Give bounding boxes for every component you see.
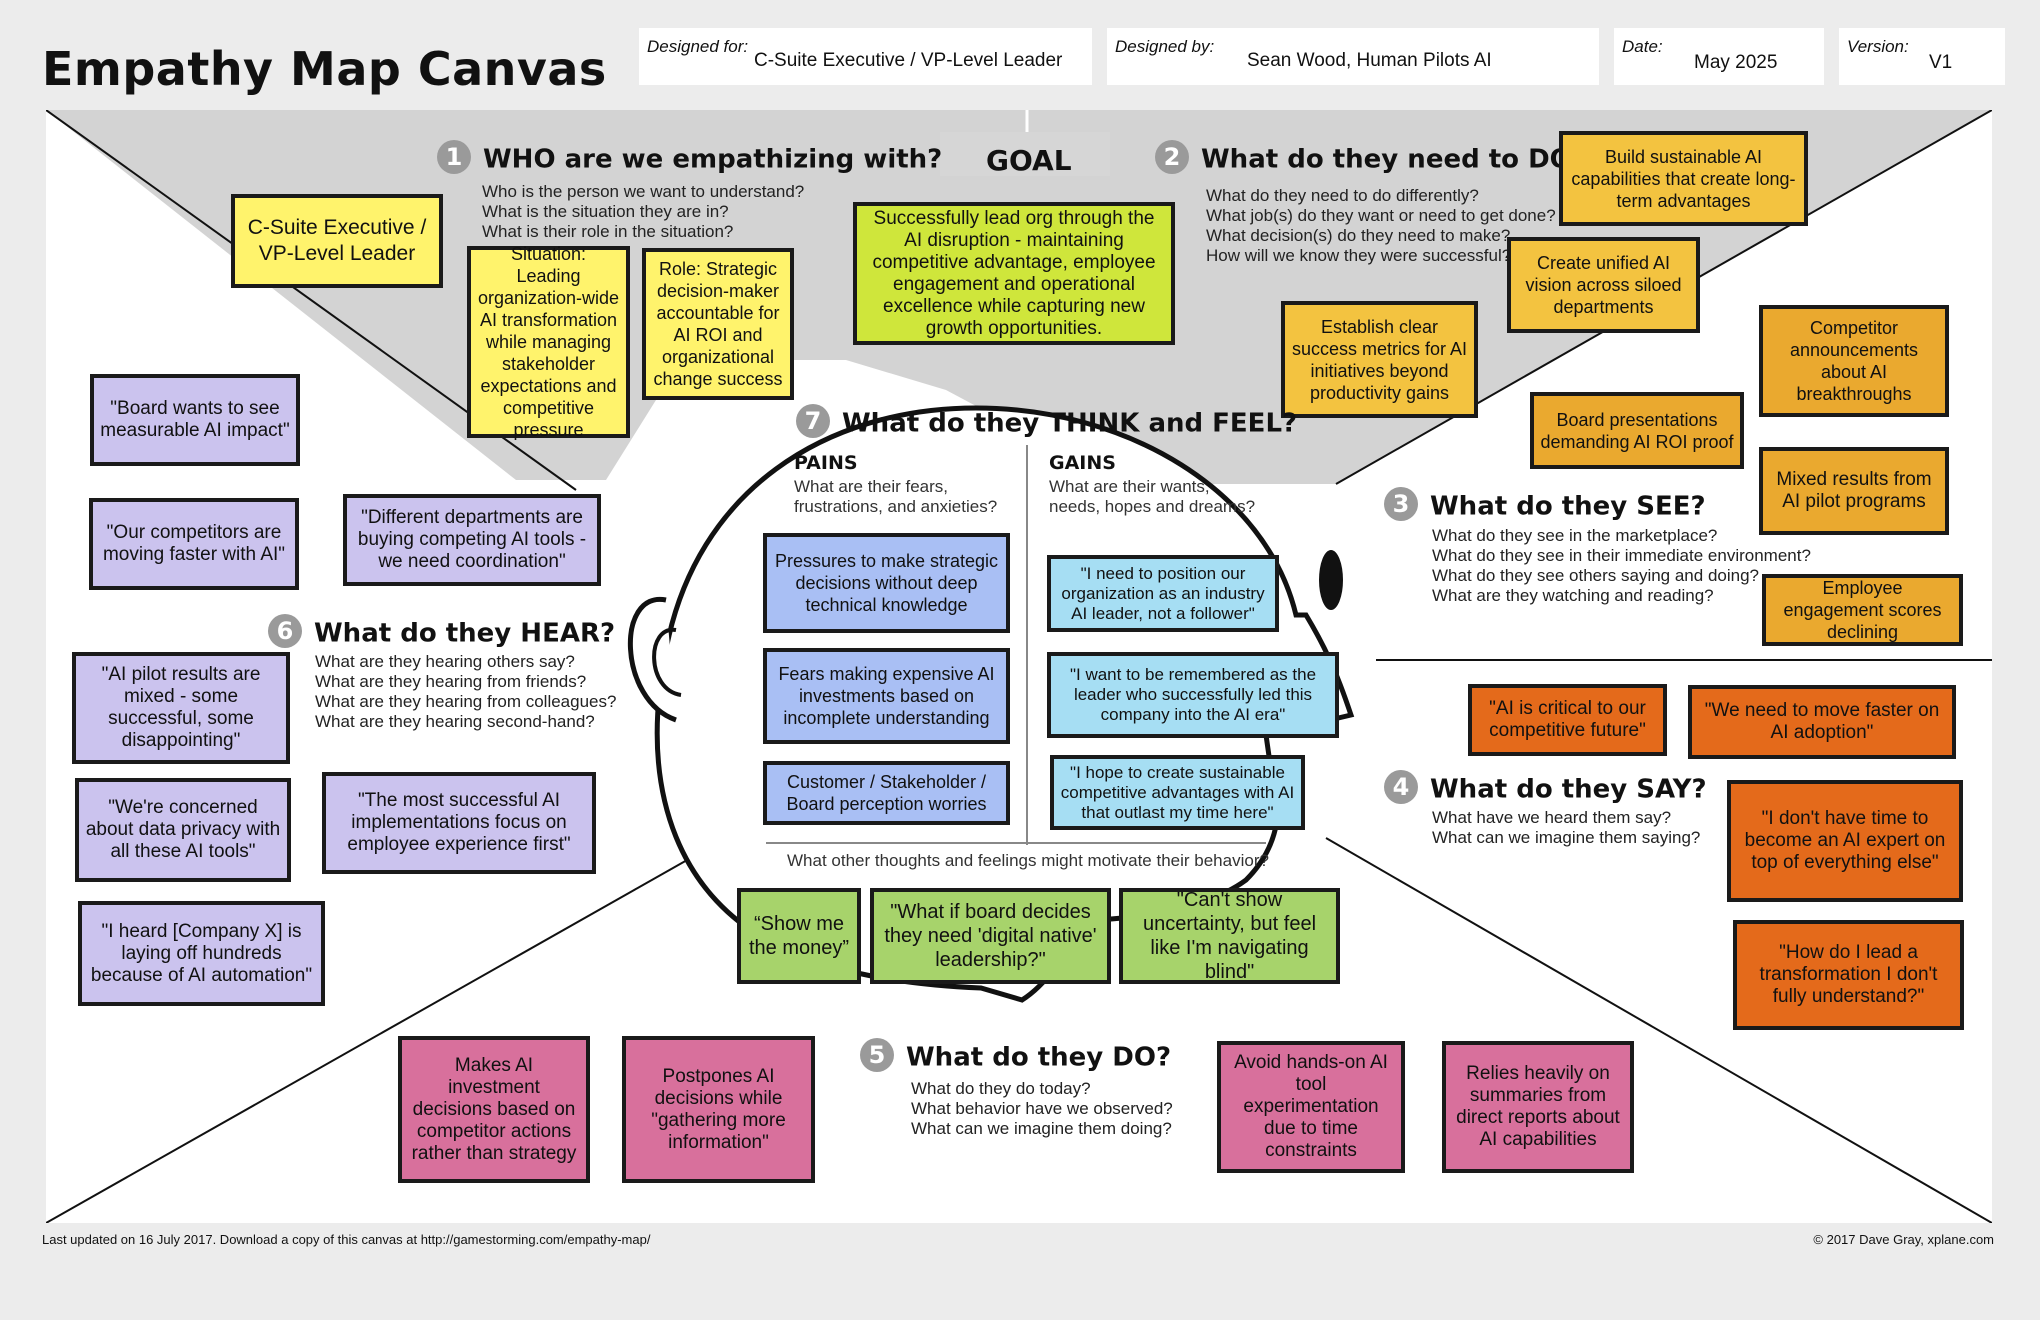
step-3-badge: 3 (1384, 487, 1418, 521)
gains-title: GAINS (1049, 452, 1116, 474)
date-field[interactable]: Date: May 2025 (1614, 28, 1824, 85)
gains-note-position[interactable]: "I need to position our organization as … (1047, 555, 1279, 632)
hear-note-competitors[interactable]: "Our competitors are moving faster with … (89, 498, 299, 590)
step-2-badge: 2 (1155, 140, 1189, 174)
pains-note-perception[interactable]: Customer / Stakeholder / Board perceptio… (763, 761, 1010, 825)
think-feel-other-question: What other thoughts and feelings might m… (787, 851, 1269, 870)
who-questions: Who is the person we want to understand?… (482, 182, 805, 241)
pains-questions: What are their fears,frustrations, and a… (794, 477, 998, 516)
think-note-navigating-blind[interactable]: "Can't show uncertainty, but feel like I… (1119, 888, 1340, 984)
hear-questions: What are they hearing others say?What ar… (315, 652, 617, 731)
date-label: Date: (1622, 37, 1663, 56)
step-5-badge: 5 (860, 1038, 894, 1072)
who-note-persona[interactable]: C-Suite Executive / VP-Level Leader (231, 194, 443, 288)
hear-note-board[interactable]: "Board wants to see measurable AI impact… (90, 374, 300, 466)
version-field[interactable]: Version: V1 (1839, 28, 2005, 85)
designed-by-field[interactable]: Designed by: Sean Wood, Human Pilots AI (1107, 28, 1599, 85)
see-questions: What do they see in the marketplace?What… (1432, 526, 1811, 605)
version-value: V1 (1929, 52, 1953, 73)
who-note-situation[interactable]: Situation: Leading organization-wide AI … (467, 244, 630, 440)
think-note-show-money[interactable]: “Show me the money” (737, 888, 861, 984)
say-note-critical[interactable]: "AI is critical to our competitive futur… (1468, 684, 1667, 756)
designed-by-value: Sean Wood, Human Pilots AI (1247, 50, 1492, 71)
need-to-do-questions: What do they need to do differently?What… (1206, 186, 1556, 265)
date-value: May 2025 (1694, 52, 1778, 73)
hear-note-departments[interactable]: "Different departments are buying compet… (343, 494, 601, 586)
hear-note-privacy[interactable]: "We're concerned about data privacy with… (75, 778, 291, 882)
footer-right: © 2017 Dave Gray, xplane.com (1813, 1232, 1994, 1247)
do-note-postpones[interactable]: Postpones AI decisions while "gathering … (622, 1036, 815, 1183)
hear-note-pilot-results[interactable]: "AI pilot results are mixed - some succe… (72, 652, 290, 764)
hear-note-employee-experience[interactable]: "The most successful AI implementations … (322, 772, 596, 874)
gains-questions: What are their wants,needs, hopes and dr… (1049, 477, 1256, 516)
do-questions: What do they do today?What behavior have… (911, 1079, 1173, 1138)
goal-note[interactable]: Successfully lead org through the AI dis… (853, 202, 1175, 345)
pains-title: PAINS (794, 452, 858, 474)
hear-note-layoffs[interactable]: "I heard [Company X] is laying off hundr… (78, 901, 325, 1006)
see-note-pilots[interactable]: Mixed results from AI pilot programs (1759, 447, 1949, 535)
see-note-engagement[interactable]: Employee engagement scores declining (1762, 574, 1963, 646)
say-note-how-lead[interactable]: "How do I lead a transformation I don't … (1733, 920, 1964, 1030)
step-7-badge: 7 (796, 404, 830, 438)
step-4-badge: 4 (1384, 770, 1418, 804)
goal-label: GOAL (986, 144, 1072, 177)
eye-icon (1319, 550, 1343, 610)
think-note-digital-native[interactable]: "What if board decides they need 'digita… (870, 888, 1111, 984)
do-note-relies[interactable]: Relies heavily on summaries from direct … (1442, 1041, 1634, 1173)
gains-note-sustainable[interactable]: "I hope to create sustainable competitiv… (1050, 755, 1305, 830)
say-note-faster[interactable]: "We need to move faster on AI adoption" (1688, 685, 1956, 759)
designed-for-field[interactable]: Designed for: C-Suite Executive / VP-Lev… (639, 28, 1092, 85)
say-note-no-time[interactable]: "I don't have time to become an AI exper… (1727, 780, 1963, 902)
need-note-metrics[interactable]: Establish clear success metrics for AI i… (1281, 301, 1478, 418)
need-note-unified[interactable]: Create unified AI vision across siloed d… (1507, 237, 1700, 333)
designed-for-value: C-Suite Executive / VP-Level Leader (754, 50, 1063, 71)
footer-left: Last updated on 16 July 2017. Download a… (42, 1232, 651, 1247)
say-questions: What have we heard them say?What can we … (1432, 808, 1701, 847)
need-note-sustainable[interactable]: Build sustainable AI capabilities that c… (1559, 131, 1808, 226)
designed-for-label: Designed for: (647, 37, 749, 56)
gains-note-remembered[interactable]: "I want to be remembered as the leader w… (1047, 652, 1339, 738)
see-note-board[interactable]: Board presentations demanding AI ROI pro… (1530, 392, 1744, 469)
version-label: Version: (1847, 37, 1909, 56)
pains-note-fears[interactable]: Fears making expensive AI investments ba… (763, 648, 1010, 744)
designed-by-label: Designed by: (1115, 37, 1215, 56)
do-note-competitor[interactable]: Makes AI investment decisions based on c… (398, 1036, 590, 1183)
see-note-competitors[interactable]: Competitor announcements about AI breakt… (1759, 305, 1949, 417)
step-6-badge: 6 (268, 614, 302, 648)
do-note-avoid[interactable]: Avoid hands-on AI tool experimentation d… (1217, 1041, 1405, 1173)
step-1-badge: 1 (437, 140, 471, 174)
pains-note-pressures[interactable]: Pressures to make strategic decisions wi… (763, 533, 1010, 633)
who-note-role[interactable]: Role: Strategic decision-maker accountab… (642, 248, 794, 400)
page-title: Empathy Map Canvas (42, 42, 607, 96)
